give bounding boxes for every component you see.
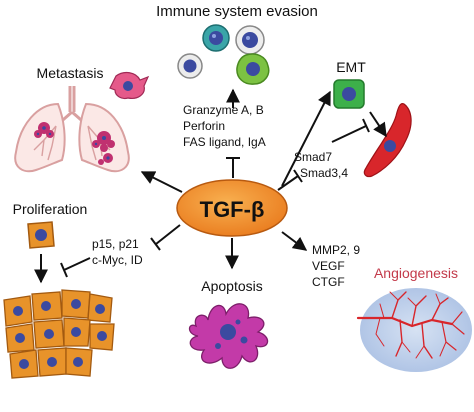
tgf-beta-node: TGF-β [176,179,288,237]
lungs-icon [14,86,130,173]
blood-vessel-network-icon [356,288,472,372]
proliferation-factor-1: p15, p21 [92,237,139,251]
proliferation-inhibition-1 [60,257,91,278]
angiogenesis-title: Angiogenesis [374,265,458,281]
emt-factor-2: Smad3,4 [300,166,348,180]
tgf-beta-label: TGF-β [200,197,265,222]
emt-inhibition-2 [277,169,303,191]
angiogenesis-arrow [281,231,308,251]
proliferation-inhibition-2 [150,224,181,251]
immune-cell-left [177,53,203,79]
immune-cell-green [236,53,270,85]
emt-title: EMT [336,59,366,75]
proliferation-title: Proliferation [13,201,88,217]
angiogenesis-factor-2: VEGF [312,259,345,273]
emt-arrow [281,90,331,187]
immune-factor-3: FAS ligand, IgA [183,135,266,149]
apoptotic-cell-icon [188,303,269,369]
emt-inhibition-1 [331,118,370,143]
single-tumor-cell-icon [27,221,55,249]
epithelial-cell-icon [333,79,365,109]
tumor-cell-cluster-icon [3,289,115,379]
emt-transition-arrow [369,111,387,138]
immune-inhibition-line [226,157,240,178]
immune-cells-icon [177,24,270,85]
immune-evasion-title: Immune system evasion [156,3,318,20]
mesenchymal-cell-icon [363,103,412,178]
metastasis-arrow [140,171,183,193]
angiogenesis-factor-1: MMP2, 9 [312,243,360,257]
metastasis-cell-icon [109,71,150,100]
proliferation-factor-2: c-Myc, ID [92,253,143,267]
immune-factor-2: Perforin [183,119,225,133]
immune-cell-right [235,25,265,55]
apoptosis-title: Apoptosis [201,278,262,294]
immune-cell-top [202,24,230,52]
immune-factor-1: Granzyme A, B [183,103,264,117]
metastasis-title: Metastasis [37,65,104,81]
angiogenesis-factor-3: CTGF [312,275,345,289]
emt-factor-1: Smad7 [294,150,332,164]
